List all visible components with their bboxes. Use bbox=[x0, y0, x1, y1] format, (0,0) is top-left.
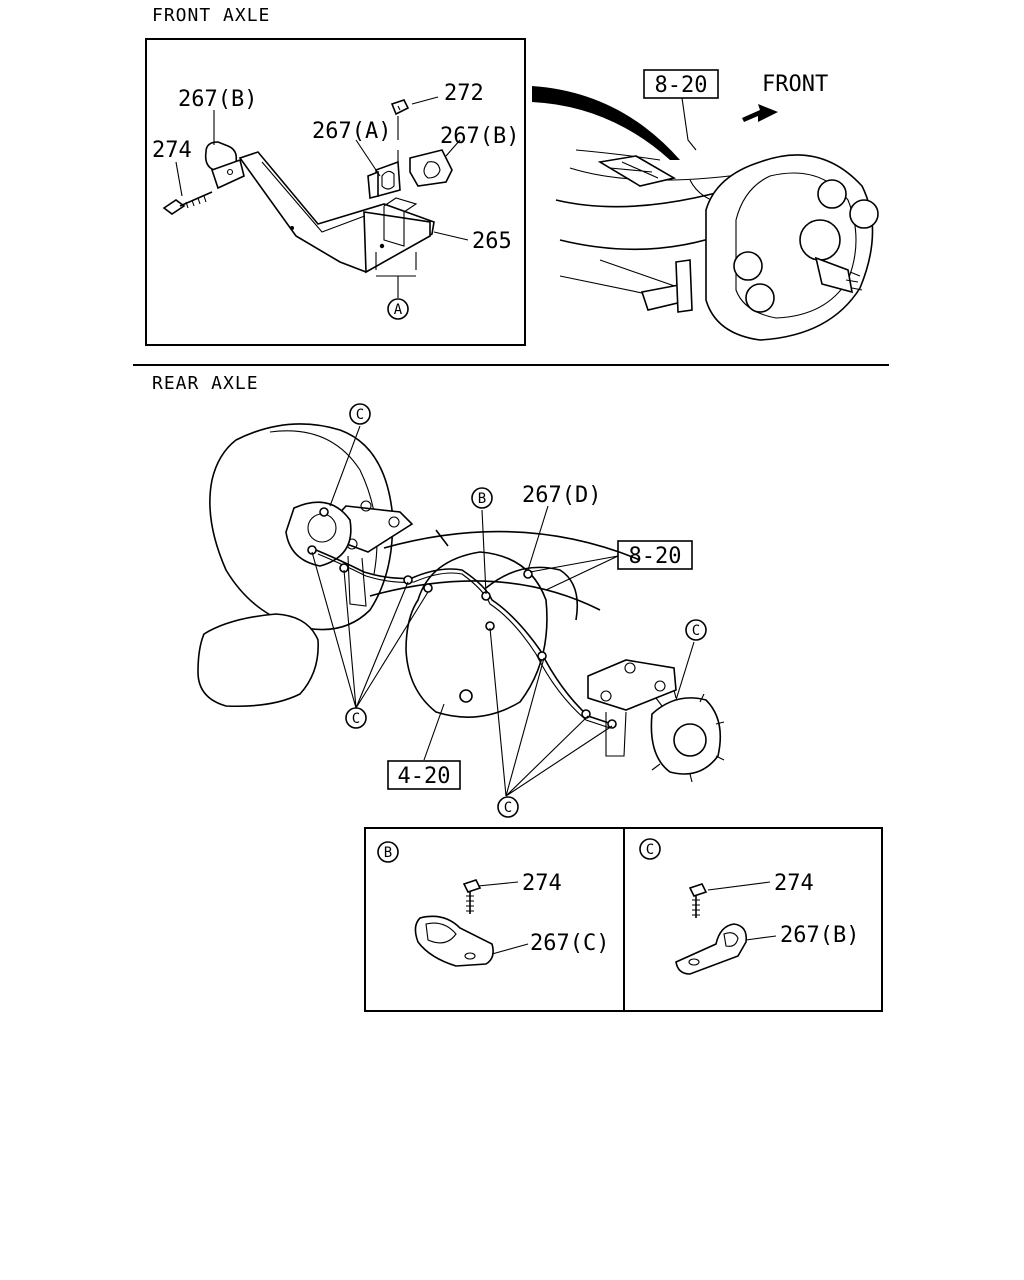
detail-c-label-274: 274 bbox=[774, 871, 814, 896]
label-274-front: 274 bbox=[152, 138, 192, 163]
circle-c-right: C bbox=[692, 623, 700, 639]
detail-c-marker bbox=[639, 838, 661, 860]
front-axle-heading: FRONT AXLE bbox=[152, 5, 270, 26]
circle-a-marker bbox=[387, 298, 409, 320]
circle-b-marker-rear bbox=[471, 487, 493, 509]
circle-c-left: C bbox=[352, 711, 360, 727]
detail-c-label-267b: 267(B) bbox=[780, 923, 859, 948]
label-267d: 267(D) bbox=[522, 483, 601, 508]
detail-b-circle: B bbox=[384, 845, 392, 861]
front-direction-arrow bbox=[742, 104, 778, 122]
ref-4-20: 4-20 bbox=[398, 764, 451, 789]
rear-leader-lines bbox=[311, 425, 695, 797]
detail-c-circle: C bbox=[646, 842, 654, 858]
circle-c-marker-top bbox=[349, 403, 371, 425]
ref-box-8-20-front bbox=[643, 69, 719, 99]
bolt-274 bbox=[162, 191, 213, 215]
circle-c-marker-left bbox=[345, 707, 367, 729]
label-267b-top: 267(B) bbox=[178, 87, 257, 112]
clamp-267b-left bbox=[204, 141, 245, 190]
detail-pointer-arrow bbox=[532, 86, 680, 160]
bracket-265 bbox=[238, 151, 435, 274]
rear-axle-heading: REAR AXLE bbox=[152, 373, 259, 394]
circle-c-marker-bottom bbox=[497, 796, 519, 818]
circle-c-marker-right bbox=[685, 619, 707, 641]
ref-box-8-20-rear bbox=[617, 540, 693, 570]
circle-b-rear: B bbox=[478, 491, 486, 507]
rear-axle-drawing bbox=[197, 423, 725, 783]
detail-b-label-267c: 267(C) bbox=[530, 931, 609, 956]
circle-c-bottom: C bbox=[504, 800, 512, 816]
nut-272 bbox=[390, 99, 410, 116]
front-direction-label: FRONT bbox=[762, 72, 828, 97]
detail-c-bolt bbox=[688, 883, 708, 918]
circle-a-label: A bbox=[394, 302, 403, 318]
detail-b-clamp-267c bbox=[414, 915, 494, 967]
circle-c-top: C bbox=[356, 407, 364, 423]
detail-b-frame bbox=[364, 827, 625, 1012]
detail-b-label-274: 274 bbox=[522, 871, 562, 896]
clamp-267b-right bbox=[409, 149, 453, 187]
ref-8-20-front: 8-20 bbox=[655, 73, 708, 98]
front-axle-drawing bbox=[555, 149, 879, 341]
detail-c-frame bbox=[623, 827, 883, 1012]
clamp-267a bbox=[367, 160, 401, 200]
label-265: 265 bbox=[472, 229, 512, 254]
ref-box-4-20 bbox=[387, 760, 461, 790]
ref-8-20-rear: 8-20 bbox=[629, 544, 682, 569]
detail-b-marker bbox=[377, 841, 399, 863]
label-272: 272 bbox=[444, 81, 484, 106]
detail-c-clamp-267b bbox=[675, 923, 748, 975]
front-detail-frame bbox=[145, 38, 526, 346]
label-267a: 267(A) bbox=[312, 119, 391, 144]
label-267b-right: 267(B) bbox=[440, 124, 519, 149]
detail-b-bolt bbox=[462, 879, 482, 914]
